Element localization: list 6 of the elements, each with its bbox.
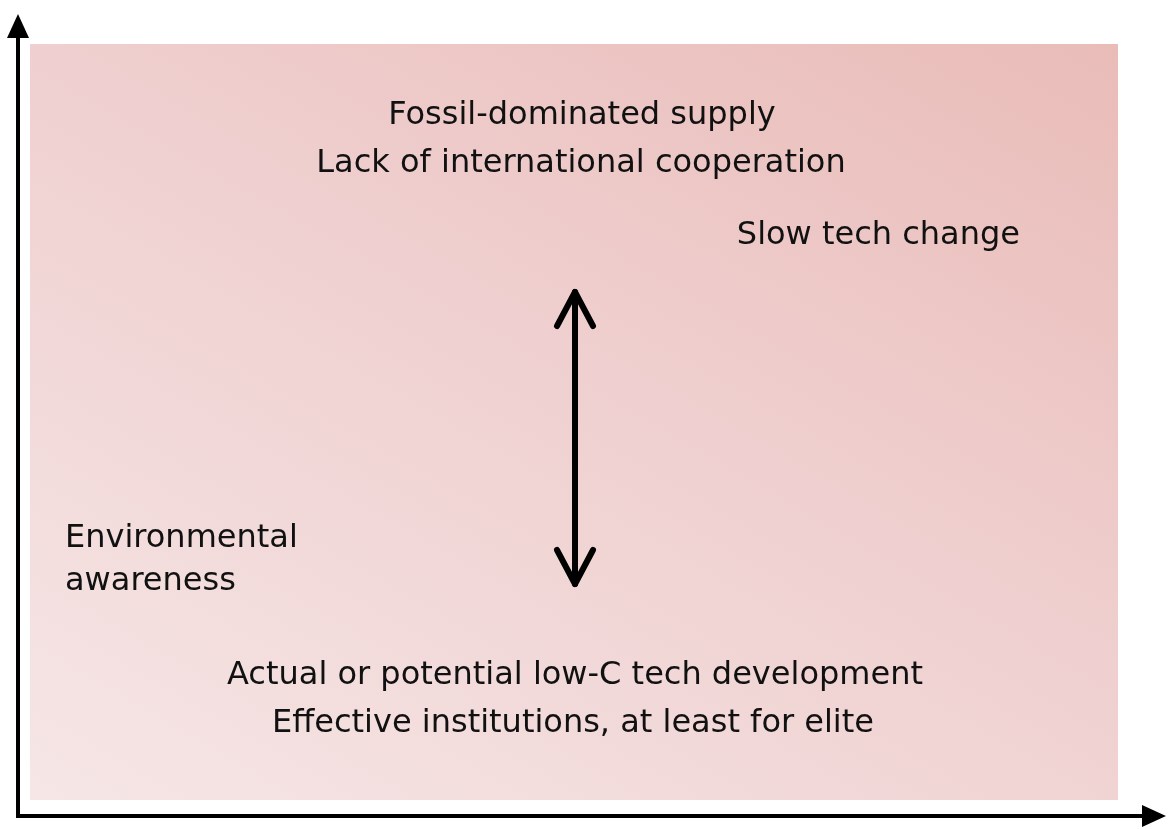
label-text: Actual or potential low-C tech development [227,653,923,694]
label-text: Slow tech change [736,213,1020,254]
label-text: Environmental awareness [65,516,299,601]
label-text: Effective institutions, at least for elite [272,701,874,742]
label-text: Lack of international cooperation [316,141,846,182]
label-text: Fossil-dominated supply [388,93,776,134]
